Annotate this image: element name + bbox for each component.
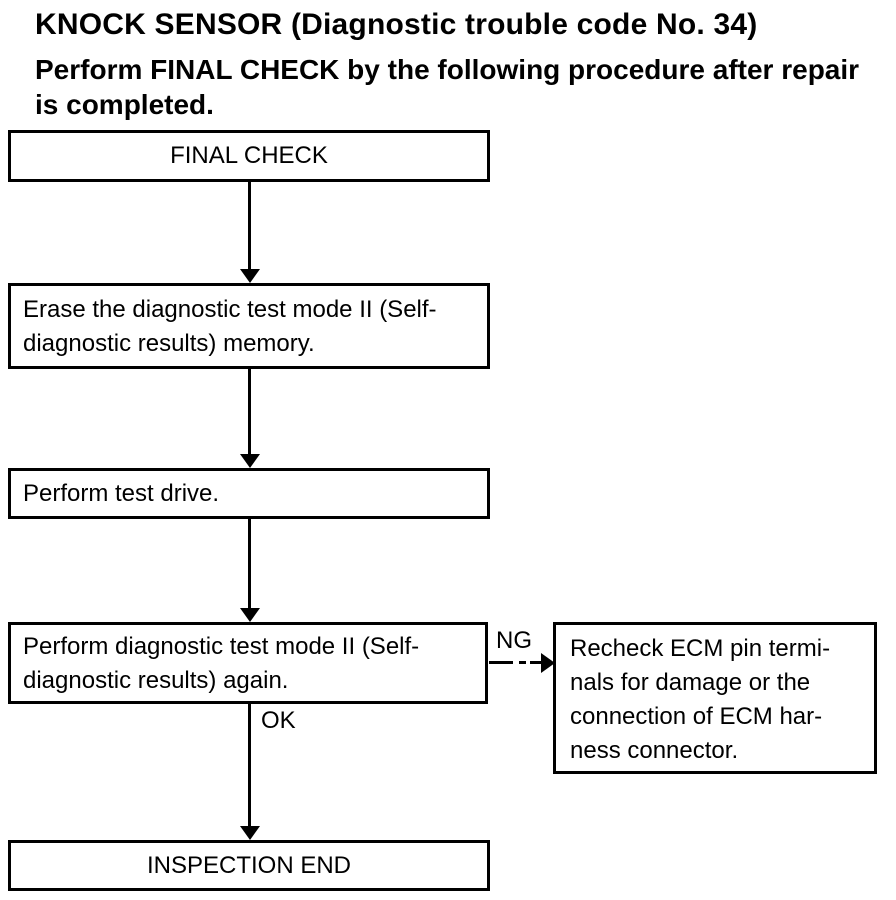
flow-node-retest: Perform diagnostic test mode II (Self- d…: [8, 622, 488, 704]
flow-arrow-down-3: [240, 518, 260, 622]
page-subtitle: Perform FINAL CHECK by the following pro…: [35, 54, 860, 120]
flow-node-label: Perform test drive.: [23, 479, 220, 507]
arrowhead-down-icon: [240, 826, 260, 840]
arrow-shaft: [519, 661, 526, 664]
flow-node-test-drive: Perform test drive.: [8, 468, 490, 519]
flow-node-label: FINAL CHECK: [170, 142, 328, 169]
arrowhead-down-icon: [240, 269, 260, 283]
arrowhead-down-icon: [240, 608, 260, 622]
flow-node-label: Perform diagnostic test mode II (Self- d…: [23, 633, 420, 694]
flow-arrow-down-1: [240, 182, 260, 283]
flow-node-inspection-end: INSPECTION END: [8, 840, 490, 891]
arrowhead-down-icon: [240, 454, 260, 468]
flow-node-label: Recheck ECM pin termi- nals for damage o…: [570, 635, 831, 764]
arrowhead-right-icon: [541, 653, 555, 673]
arrow-shaft: [248, 704, 251, 826]
arrow-shaft: [530, 661, 543, 664]
flow-node-erase-memory: Erase the diagnostic test mode II (Self-…: [8, 283, 490, 369]
arrow-shaft: [489, 661, 513, 664]
flow-node-label: Erase the diagnostic test mode II (Self-…: [23, 296, 437, 357]
arrow-shaft: [248, 182, 251, 269]
arrow-shaft: [248, 368, 251, 454]
arrow-shaft: [248, 518, 251, 608]
flow-node-label: INSPECTION END: [146, 851, 352, 879]
flow-node-final-check: FINAL CHECK: [8, 130, 490, 182]
flow-arrow-down-2: [240, 368, 260, 468]
flow-node-recheck-ecm: Recheck ECM pin termi- nals for damage o…: [553, 622, 877, 774]
ng-edge-label: NG: [496, 627, 532, 654]
page-title: KNOCK SENSOR (Diagnostic trouble code No…: [35, 8, 758, 41]
flow-arrow-down-ok: [240, 704, 260, 840]
ok-edge-label: OK: [261, 707, 296, 734]
flow-arrow-ng: [489, 653, 555, 673]
